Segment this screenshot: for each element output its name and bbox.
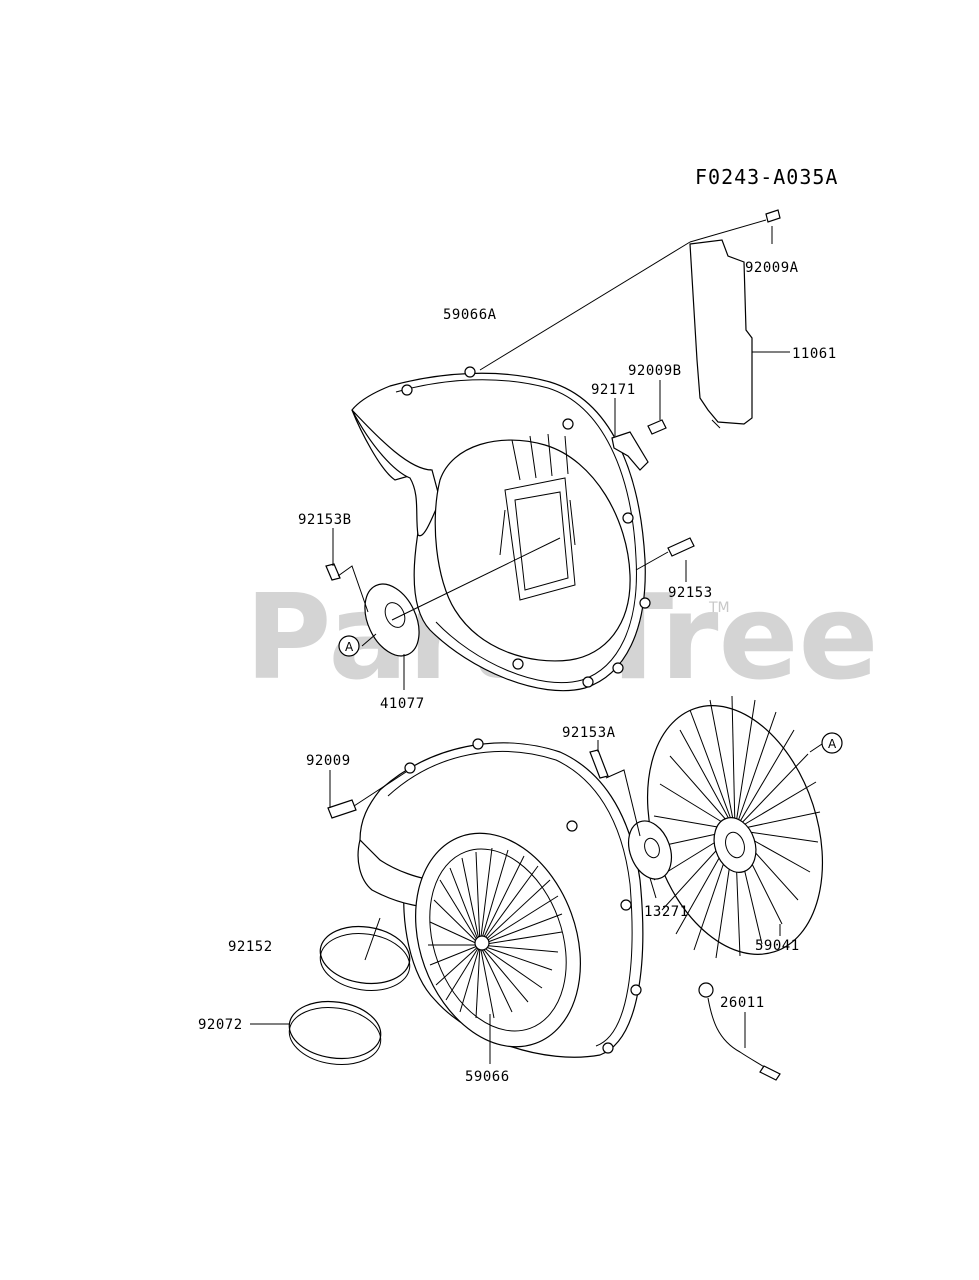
washer-plate-13271[interactable] <box>621 815 679 885</box>
bolt-92153A[interactable] <box>589 749 609 779</box>
bolt-92153[interactable] <box>667 537 695 557</box>
leader-lines <box>250 219 823 1064</box>
part-label-92072[interactable]: 92072 <box>198 1017 243 1033</box>
ref-marker-a-upper: A <box>338 635 360 657</box>
impeller-59041[interactable] <box>617 683 852 977</box>
part-label-92153A[interactable]: 92153A <box>562 725 616 741</box>
screw-92009A[interactable] <box>765 209 781 223</box>
part-label-92009[interactable]: 92009 <box>306 753 351 769</box>
svg-text:A: A <box>828 737 837 751</box>
clamp-92072[interactable] <box>286 996 385 1070</box>
part-label-59041[interactable]: 59041 <box>755 938 800 954</box>
part-label-92171[interactable]: 92171 <box>591 382 636 398</box>
part-label-41077[interactable]: 41077 <box>380 696 425 712</box>
screw-92009B[interactable] <box>647 419 667 435</box>
watermark-tm: TM <box>708 600 730 616</box>
bracket-92171[interactable] <box>611 431 649 471</box>
bolt-92153B[interactable] <box>325 563 341 581</box>
part-label-13271[interactable]: 13271 <box>644 904 689 920</box>
part-label-11061[interactable]: 11061 <box>792 346 837 362</box>
part-label-92153[interactable]: 92153 <box>668 585 713 601</box>
lead-wire-26011[interactable] <box>698 982 781 1081</box>
ref-marker-a-lower: A <box>821 732 843 754</box>
band-92152[interactable] <box>317 921 414 996</box>
svg-text:A: A <box>345 640 354 654</box>
fan-housing-59066A[interactable] <box>351 366 651 692</box>
part-label-59066[interactable]: 59066 <box>465 1069 510 1085</box>
part-label-92153B[interactable]: 92153B <box>298 512 352 528</box>
cover-plate-11061[interactable] <box>689 239 753 429</box>
part-label-92152[interactable]: 92152 <box>228 939 273 955</box>
screw-92009[interactable] <box>327 799 357 819</box>
part-label-92009A[interactable]: 92009A <box>745 260 799 276</box>
part-label-92009B[interactable]: 92009B <box>628 363 682 379</box>
diagram-id: F0243-A035A <box>695 165 838 189</box>
part-label-26011[interactable]: 26011 <box>720 995 765 1011</box>
part-label-59066A[interactable]: 59066A <box>443 307 497 323</box>
fan-housing-59066[interactable] <box>357 738 644 1070</box>
